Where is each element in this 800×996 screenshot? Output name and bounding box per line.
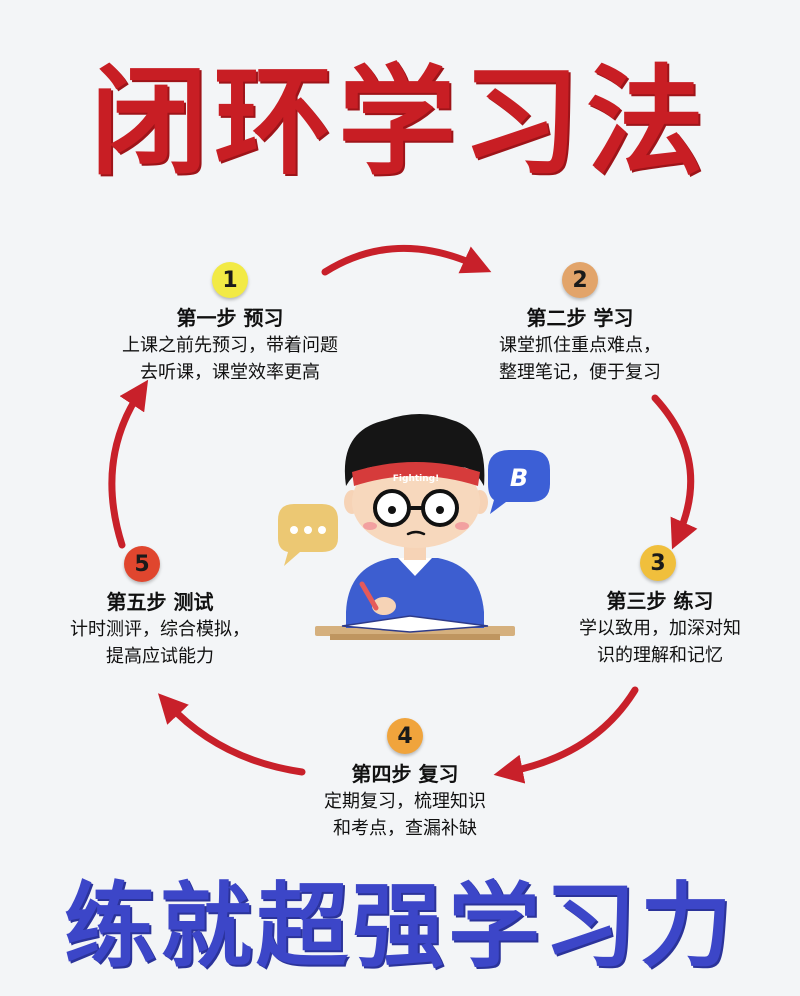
ellipsis-icon bbox=[278, 504, 338, 566]
step-1-desc-line-1: 上课之前先预习，带着问题 bbox=[122, 335, 338, 356]
step-5: 5 第五步 测试 计时测评，综合模拟， 提高应试能力 bbox=[40, 546, 280, 670]
step-3: 3 第三步 练习 学以致用，加深对知 识的理解和记忆 bbox=[550, 545, 770, 669]
arrow-5-to-1 bbox=[108, 379, 149, 549]
step-1-badge: 1 bbox=[212, 262, 248, 298]
arrow-3-to-4 bbox=[493, 686, 639, 784]
step-2-desc-line-1: 课堂抓住重点难点， bbox=[499, 335, 661, 356]
letter-bubble-icon: B bbox=[488, 450, 550, 514]
step-2-desc-line-2: 整理笔记，便于复习 bbox=[499, 362, 661, 383]
step-3-desc-line-1: 学以致用，加深对知 bbox=[579, 618, 741, 639]
poster-title: 闭环学习法 bbox=[89, 53, 710, 191]
step-1: 1 第一步 预习 上课之前先预习，带着问题 去听课，课堂效率更高 bbox=[95, 262, 365, 386]
step-4-desc-line-1: 定期复习，梳理知识 bbox=[324, 791, 486, 812]
bubble-letter: B bbox=[510, 464, 528, 492]
step-2: 2 第二步 学习 课堂抓住重点难点， 整理笔记，便于复习 bbox=[460, 262, 700, 386]
step-4: 4 第四步 复习 定期复习，梳理知识 和考点，查漏补缺 bbox=[290, 718, 520, 842]
step-2-badge: 2 bbox=[562, 262, 598, 298]
step-4-desc-line-2: 和考点，查漏补缺 bbox=[333, 818, 477, 839]
student-illustration: Fighting! bbox=[341, 414, 489, 633]
step-4-badge: 4 bbox=[387, 718, 423, 754]
step-5-badge: 5 bbox=[124, 546, 160, 582]
step-2-title: 第二步 学习 bbox=[526, 306, 634, 330]
headband-text: Fighting! bbox=[393, 474, 439, 484]
step-1-title: 第一步 预习 bbox=[176, 306, 284, 330]
arrow-4-to-5 bbox=[157, 693, 306, 776]
step-5-desc-line-1: 计时测评，综合模拟， bbox=[70, 619, 250, 640]
step-4-title: 第四步 复习 bbox=[351, 762, 459, 786]
step-5-title: 第五步 测试 bbox=[106, 590, 214, 614]
poster-slogan: 练就超强学习力 bbox=[63, 873, 736, 980]
arrow-1-to-2 bbox=[321, 244, 492, 276]
arrow-2-to-3 bbox=[651, 394, 698, 550]
step-1-desc-line-2: 去听课，课堂效率更高 bbox=[140, 362, 320, 383]
step-3-title: 第三步 练习 bbox=[606, 589, 714, 613]
step-3-badge: 3 bbox=[640, 545, 676, 581]
step-3-desc-line-2: 识的理解和记忆 bbox=[597, 645, 723, 666]
step-5-desc-line-2: 提高应试能力 bbox=[106, 646, 214, 667]
